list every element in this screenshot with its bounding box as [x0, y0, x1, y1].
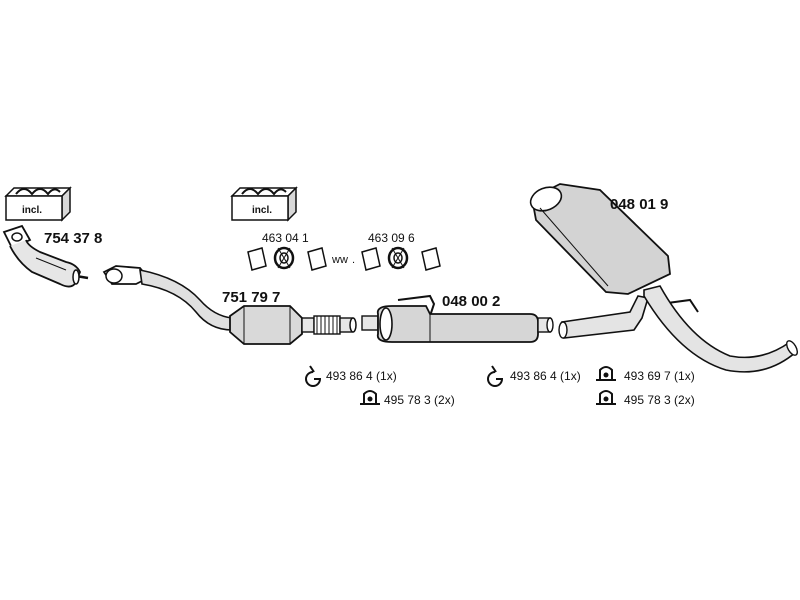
kit-box-left-label: incl. — [22, 205, 42, 216]
front-pipe-part-number: 754 37 8 — [44, 230, 102, 247]
accessory-1-label: 493 86 4 (1x) — [326, 369, 397, 383]
rubber-mount-icon — [360, 390, 380, 405]
rubber-mount-icon — [596, 366, 616, 381]
gasket-left-part-number: 463 04 1 — [262, 231, 309, 245]
front-pipe — [2, 224, 89, 288]
rubber-mount-icon — [596, 390, 616, 405]
centre-silencer — [361, 294, 554, 343]
accessory-3-label: 493 86 4 (1x) — [510, 369, 581, 383]
kit-box-left: incl. — [4, 186, 72, 222]
clamp-icon — [305, 365, 322, 387]
catalyst — [102, 265, 357, 345]
gasket-set-right — [361, 246, 441, 271]
rear-silencer — [529, 183, 798, 373]
rear-silencer-part-number: 048 01 9 — [610, 196, 668, 213]
catalyst-part-number: 751 79 7 — [222, 289, 280, 306]
kit-box-center-label: incl. — [252, 205, 272, 216]
kit-box-center: incl. — [230, 186, 298, 222]
connector-text: ww — [331, 254, 348, 266]
accessory-5-label: 495 78 3 (2x) — [624, 393, 695, 407]
gasket-set-left — [247, 246, 327, 271]
centre-silencer-part-number: 048 00 2 — [442, 293, 500, 310]
accessory-2-label: 495 78 3 (2x) — [384, 393, 455, 407]
clamp-icon — [487, 365, 504, 387]
gasket-right-part-number: 463 09 6 — [368, 231, 415, 245]
svg-text:.: . — [352, 254, 355, 266]
accessory-4-label: 493 69 7 (1x) — [624, 369, 695, 383]
